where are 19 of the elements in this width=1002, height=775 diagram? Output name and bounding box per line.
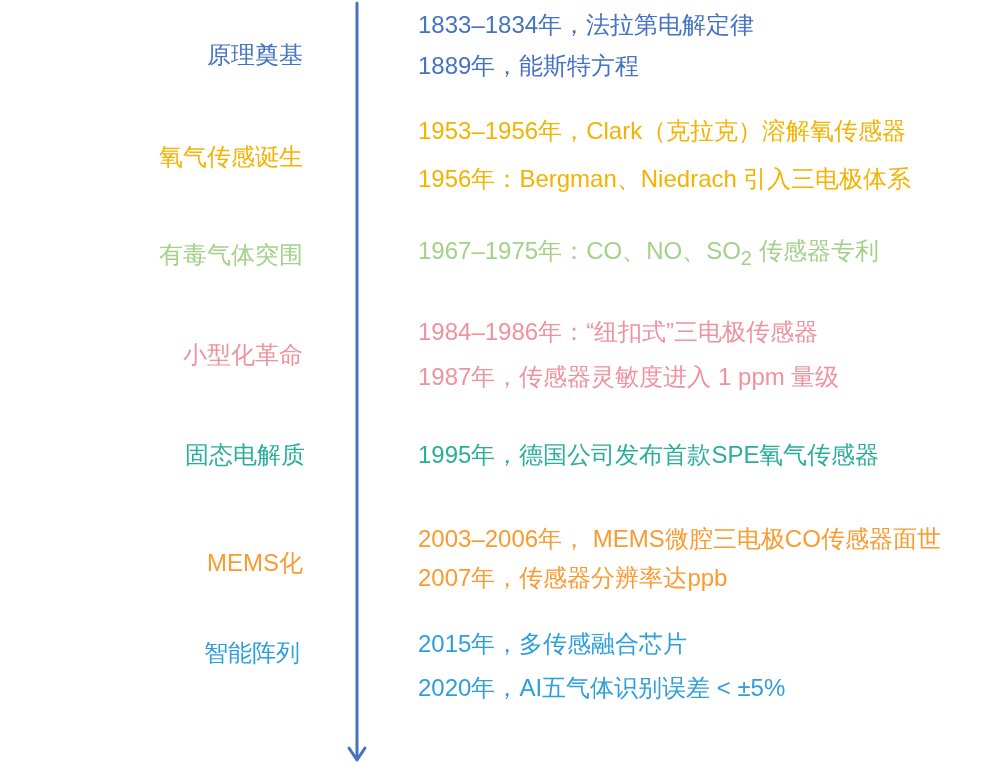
era-label: 原理奠基 bbox=[207, 40, 303, 70]
event-label: 1984–1986年：“纽扣式”三电极传感器 bbox=[418, 317, 819, 347]
event-label: 1889年，能斯特方程 bbox=[418, 51, 640, 81]
event-label: 1956年：Bergman、Niedrach 引入三电极体系 bbox=[418, 164, 912, 194]
event-label: 1967–1975年：CO、NO、SO$_{2}$ 传感器专利 bbox=[418, 235, 879, 271]
era-label: 智能阵列 bbox=[204, 638, 300, 668]
event-label: 2003–2006年， MEMS微腔三电极CO传感器面世 bbox=[418, 524, 941, 554]
event-label: 2015年，多传感融合芯片 bbox=[418, 629, 688, 659]
event-label: 1953–1956年，Clark（克拉克）溶解氧传感器 bbox=[418, 116, 907, 146]
era-label: 氧气传感诞生 bbox=[159, 142, 303, 172]
event-label: 2007年，传感器分辨率达ppb bbox=[418, 563, 728, 593]
event-label: 1833–1834年，法拉第电解定律 bbox=[418, 10, 755, 40]
era-label: MEMS化 bbox=[207, 548, 303, 578]
era-label: 固态电解质 bbox=[185, 440, 305, 470]
event-label: 2020年，AI五气体识别误差 < ±5% bbox=[418, 673, 786, 703]
era-label: 有毒气体突围 bbox=[159, 240, 303, 270]
event-label: 1995年，德国公司发布首款SPE氧气传感器 bbox=[418, 440, 880, 470]
event-label: 1987年，传感器灵敏度进入 1 ppm 量级 bbox=[418, 362, 840, 392]
era-label: 小型化革命 bbox=[183, 340, 303, 370]
